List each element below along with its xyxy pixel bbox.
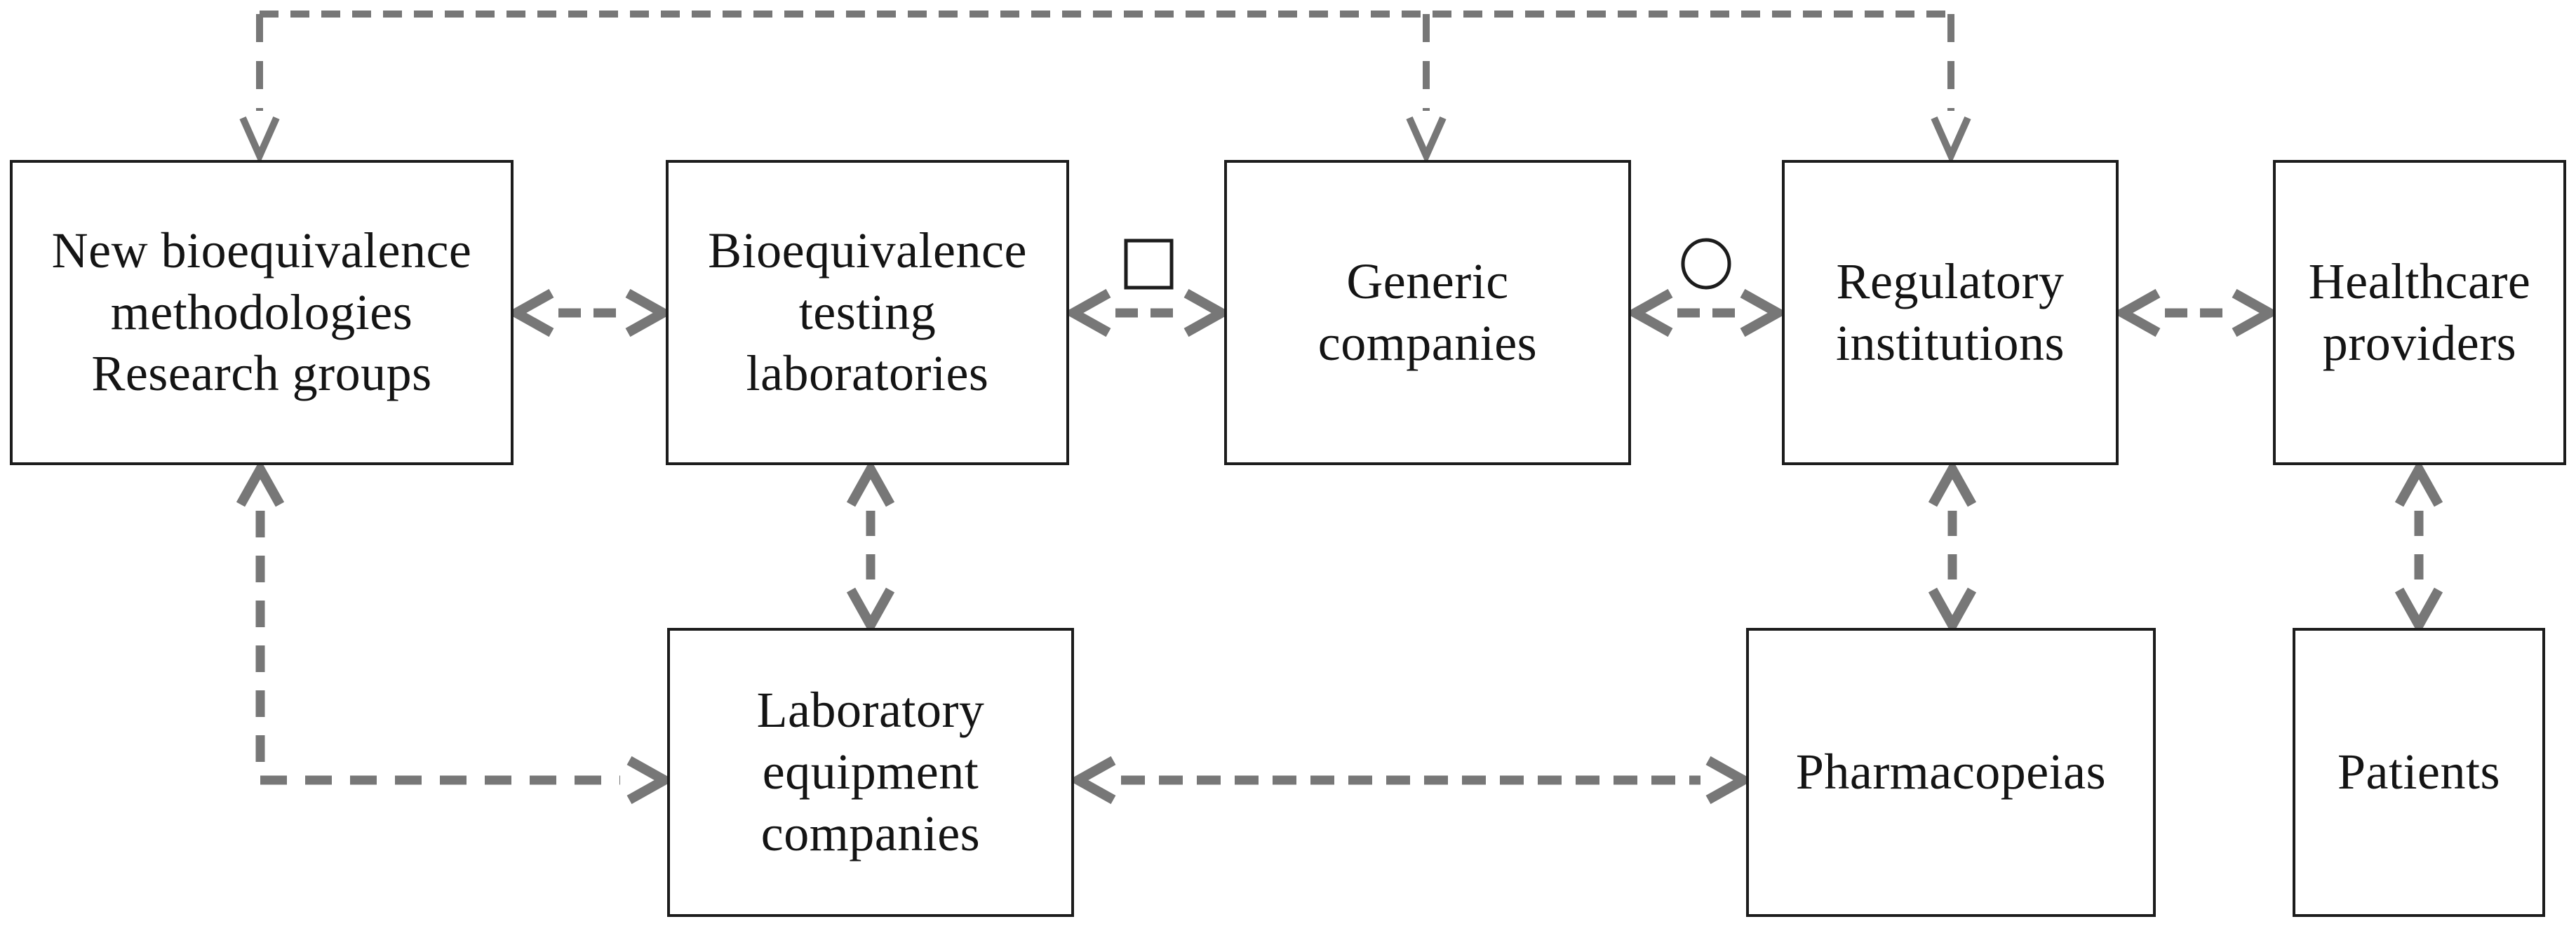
arrowhead-right-icon	[2232, 288, 2280, 337]
arrowhead-up-icon	[846, 459, 895, 507]
node-new-bioequivalence-methodologies-research-groups: New bioequivalence methodologies Researc…	[10, 160, 514, 465]
node-label: New bioequivalence methodologies Researc…	[51, 222, 472, 402]
arrowhead-left-icon	[2112, 288, 2161, 337]
connector-generic-companies--regulatory-institutions	[1625, 288, 1788, 337]
connector-laboratory-equipment-companies--pharmacopeias	[1068, 756, 1754, 805]
connector-research-groups--testing-laboratories	[506, 288, 673, 337]
arrowhead-up-icon	[1928, 459, 1977, 507]
connector-research-groups--laboratory-equipment-companies	[236, 459, 675, 805]
arrowhead-up-icon	[2394, 459, 2443, 507]
arrowhead-left-icon	[506, 288, 554, 337]
arrowhead-down-icon	[846, 587, 895, 636]
node-label: Pharmacopeias	[1795, 744, 2107, 800]
arrowhead-down-icon	[1931, 116, 1971, 165]
node-healthcare-providers: Healthcare providers	[2273, 160, 2566, 465]
arrowhead-down-icon	[2394, 587, 2443, 636]
arrowhead-down-icon	[1406, 116, 1447, 165]
node-label: Generic companies	[1317, 253, 1538, 371]
square-symbol	[1124, 239, 1174, 290]
connector-regulatory-institutions--pharmacopeias	[1928, 459, 1977, 636]
connector-testing-laboratories--generic-companies	[1063, 288, 1232, 337]
node-patients: Patients	[2293, 628, 2545, 917]
node-regulatory-institutions: Regulatory institutions	[1782, 160, 2119, 465]
node-label: Bioequivalence testing laboratories	[708, 222, 1027, 402]
node-laboratory-equipment-companies: Laboratory equipment companies	[667, 628, 1074, 917]
circle-symbol	[1681, 238, 1731, 290]
arrowhead-right-icon	[626, 756, 675, 805]
connector-top-bus	[239, 11, 1971, 165]
arrowhead-right-icon	[1740, 288, 1788, 337]
arrowhead-left-icon	[1625, 288, 1673, 337]
arrowhead-up-icon	[236, 459, 285, 507]
node-bioequivalence-testing-laboratories: Bioequivalence testing laboratories	[666, 160, 1069, 465]
node-label: Patients	[2337, 744, 2500, 800]
arrowhead-down-icon	[1928, 587, 1977, 636]
arrowhead-right-icon	[1705, 756, 1754, 805]
arrowhead-right-icon	[625, 288, 673, 337]
node-pharmacopeias: Pharmacopeias	[1746, 628, 2156, 917]
arrowhead-right-icon	[1183, 288, 1232, 337]
arrowhead-left-icon	[1068, 756, 1116, 805]
node-label: Laboratory equipment companies	[756, 682, 985, 862]
arrowhead-down-icon	[239, 116, 280, 165]
connector-regulatory-institutions--healthcare-providers	[2112, 288, 2280, 337]
node-label: Regulatory institutions	[1835, 253, 2065, 371]
node-label: Healthcare providers	[2308, 253, 2531, 371]
connector-healthcare-providers--patients	[2394, 459, 2443, 636]
arrowhead-left-icon	[1063, 288, 1111, 337]
connector-testing-laboratories--laboratory-equipment-companies	[846, 459, 895, 636]
node-generic-companies: Generic companies	[1224, 160, 1631, 465]
